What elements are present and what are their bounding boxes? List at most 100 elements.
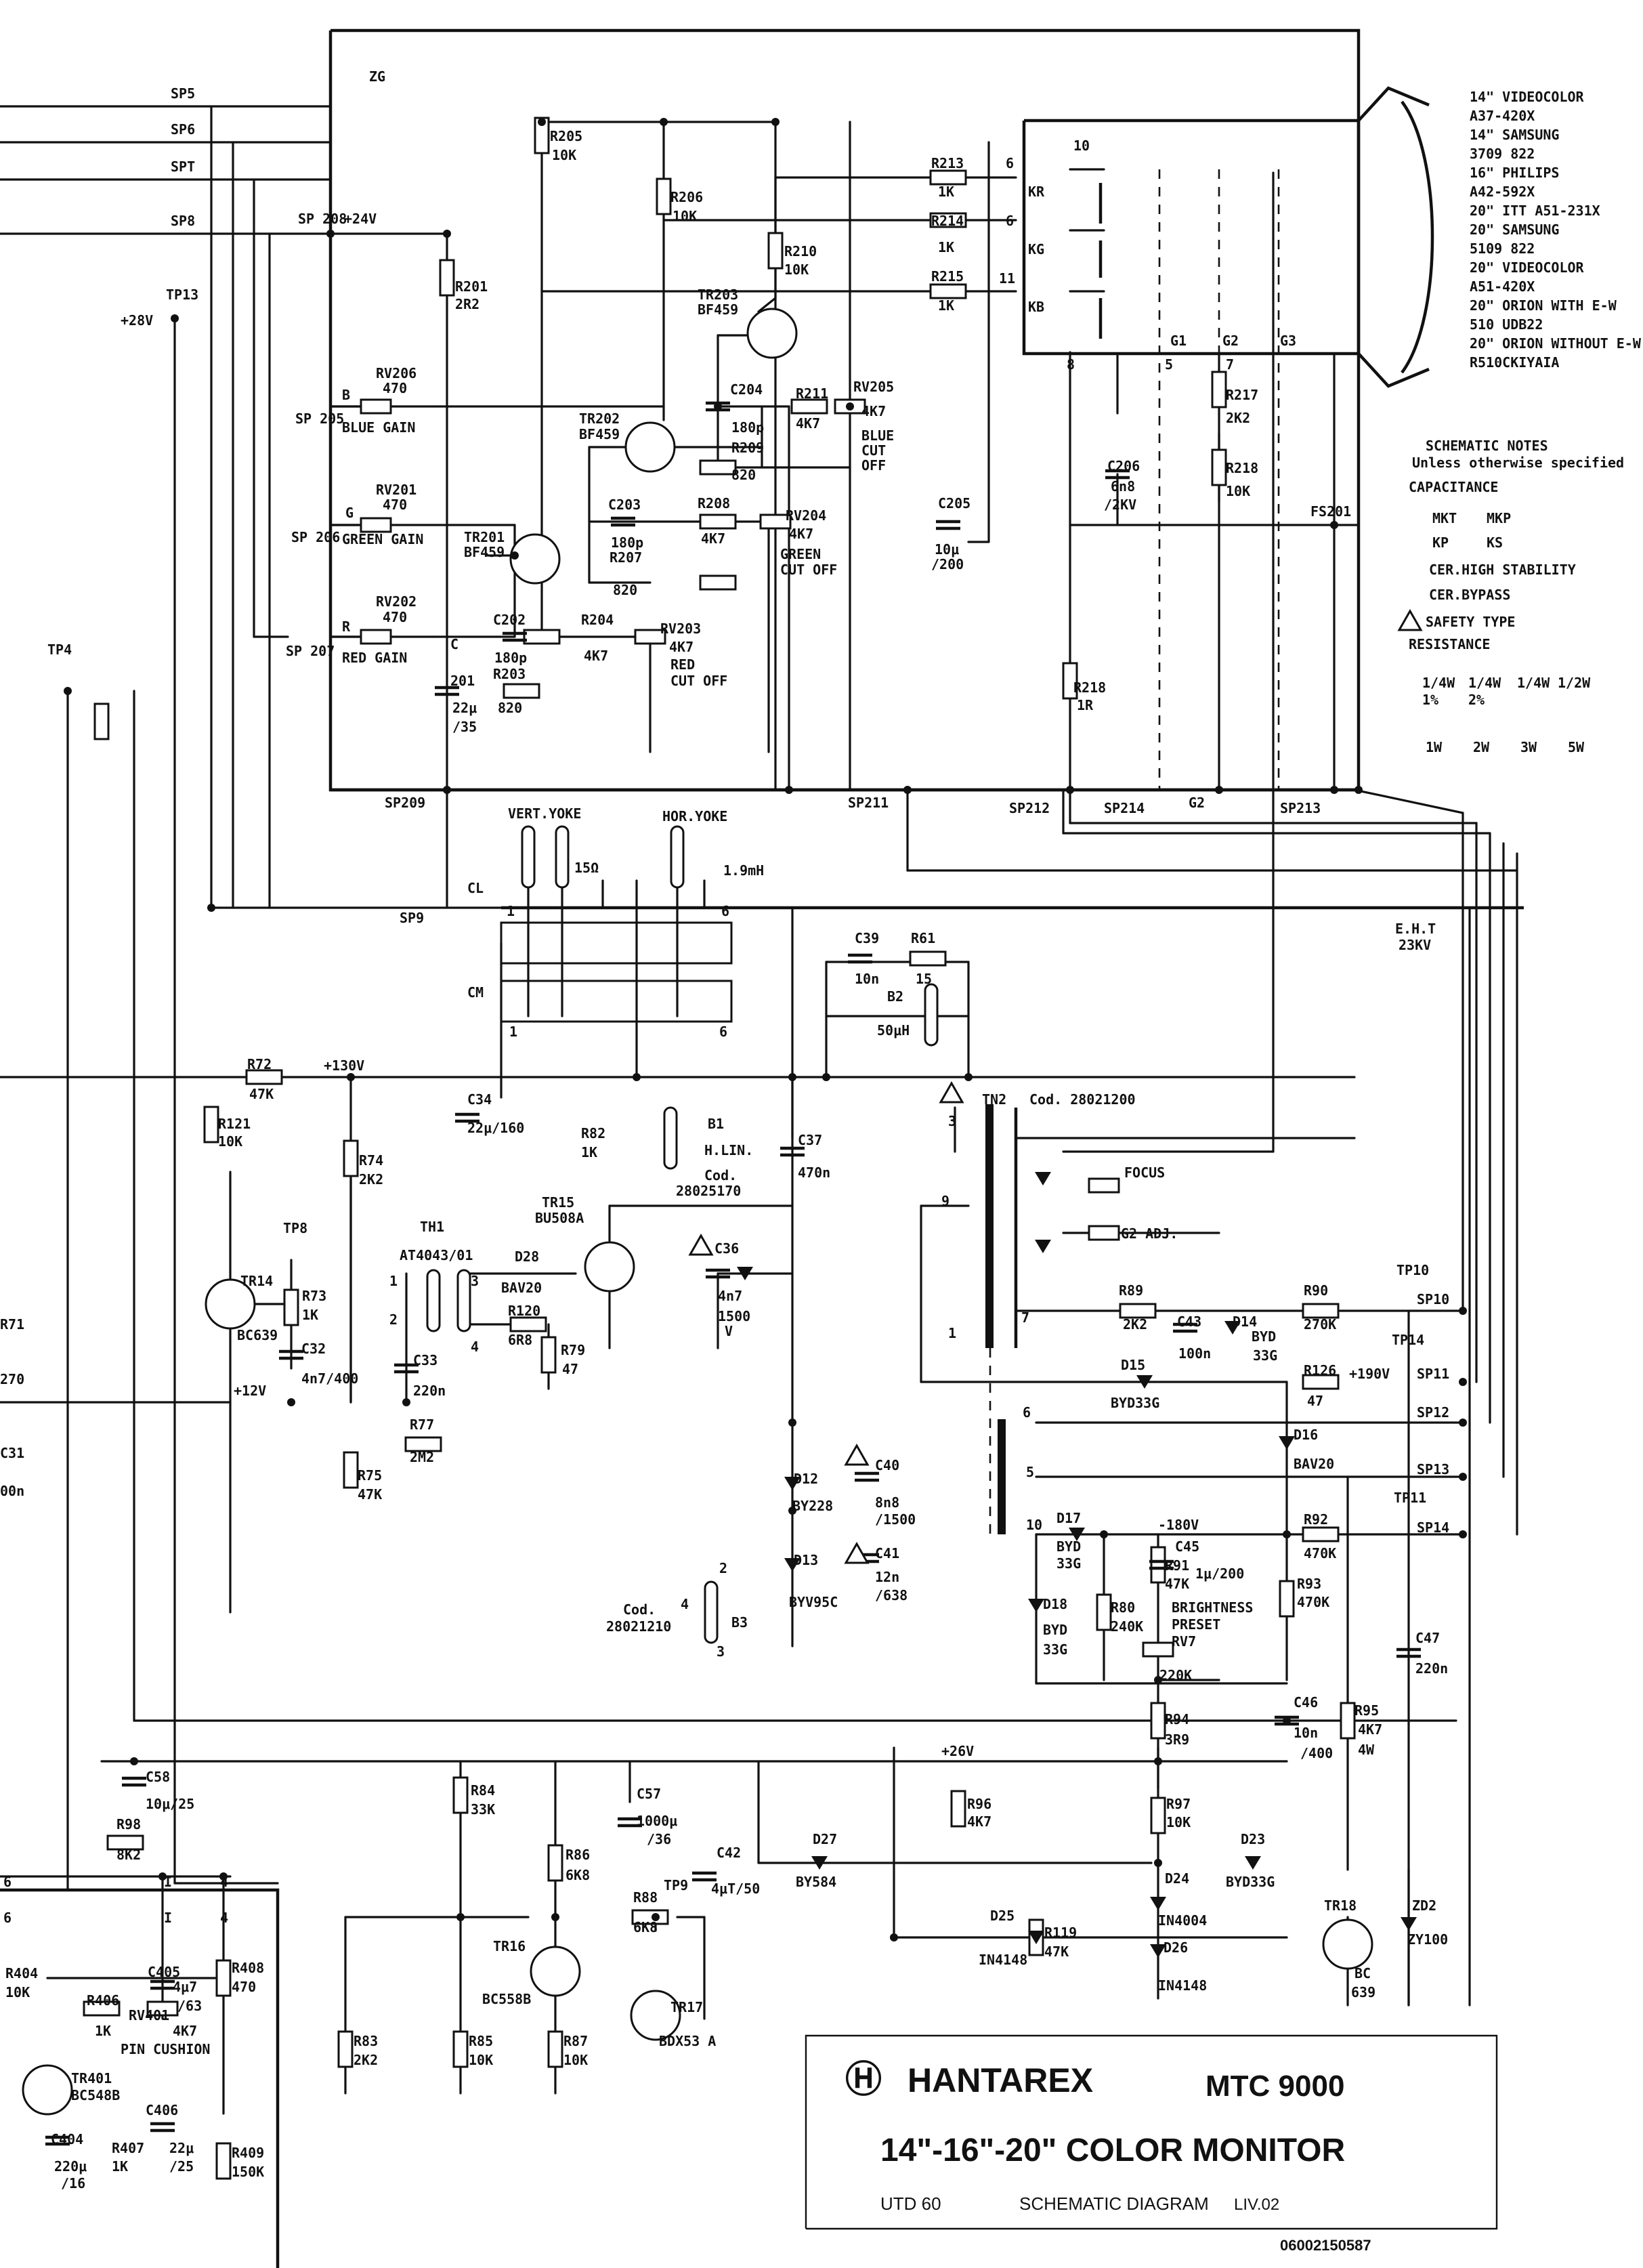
fbt-d16: D16 <box>1294 1427 1318 1443</box>
lower-c57: C57 <box>637 1786 661 1802</box>
brand-name: HANTAREX <box>908 2061 1093 2099</box>
video-red_cut2: CUT OFF <box>670 673 727 689</box>
yoke-pin6b: 6 <box>719 1024 727 1040</box>
lower-r86: R86 <box>566 1847 590 1863</box>
lower-r96v: 4K7 <box>967 1813 991 1830</box>
video-rv202: RV202 <box>376 593 417 610</box>
fbt-d18: D18 <box>1043 1596 1067 1612</box>
junction-dot-32 <box>890 1933 898 1941</box>
junction-dot-5 <box>846 402 854 411</box>
lower-c58v: 10μ/25 <box>146 1796 194 1812</box>
node-g2node: G2 <box>1189 795 1205 811</box>
video-r211v: 4K7 <box>796 415 820 432</box>
c40-symbol <box>855 1471 879 1482</box>
tp4-label: TP4 <box>47 642 72 658</box>
lower-r406: R406 <box>87 1992 119 2009</box>
lower-c57v: 1000μ <box>637 1813 677 1829</box>
video-red_gain: RED GAIN <box>342 650 407 666</box>
crt-model-line: A37-420X <box>1470 108 1535 124</box>
r218b-body <box>1062 662 1078 700</box>
defl-c37v: 470n <box>798 1164 830 1181</box>
fbt-r94v: 3R9 <box>1165 1731 1189 1748</box>
note-ks: KS <box>1487 534 1503 551</box>
video-r201: R201 <box>455 278 488 295</box>
lower-c406w: /25 <box>169 2158 194 2175</box>
lower-c404w: /16 <box>61 2175 85 2191</box>
edge-270: 270 <box>0 1371 24 1387</box>
junction-dot-28 <box>1154 1676 1162 1684</box>
title-block: Ⓗ HANTAREX MTC 9000 14"-16"-20" COLOR MO… <box>805 2034 1498 2254</box>
video-tr201: TR201 <box>464 529 505 545</box>
video-rv201: RV201 <box>376 482 417 498</box>
video-tr201t: BF459 <box>464 544 505 560</box>
rv7-pot <box>1142 1641 1174 1658</box>
note-w5: 5W <box>1568 739 1585 755</box>
node-sp10: SP10 <box>1417 1291 1449 1307</box>
crt-model-line: 14" VIDEOCOLOR <box>1470 89 1585 105</box>
c40-safety-icon <box>844 1443 870 1466</box>
lower-c404: C404 <box>51 2131 83 2147</box>
defl-c34: C34 <box>467 1091 492 1108</box>
crt-pin-g3: G3 <box>1280 333 1296 349</box>
defl-b3_p2: 2 <box>719 1560 727 1576</box>
lower-r119: R119 <box>1044 1925 1077 1941</box>
fbt-diode-2 <box>1035 1240 1051 1253</box>
d26-symbol <box>1150 1944 1166 1958</box>
defl-c40w: /1500 <box>875 1511 916 1528</box>
video-node_b: B <box>342 387 350 403</box>
r207-body <box>699 574 737 591</box>
c36-symbol <box>706 1268 730 1279</box>
junction-dot-2 <box>538 118 546 126</box>
tr203-symbol <box>746 308 798 359</box>
r120-body <box>509 1316 547 1332</box>
junction-dot-7 <box>511 551 519 560</box>
note-r14_1b: 1% <box>1422 692 1438 708</box>
rv202-pot <box>360 629 392 645</box>
lower-d23t: BYD33G <box>1226 1874 1275 1890</box>
video-c202v: 180p <box>494 650 527 666</box>
junction-dot-35 <box>652 1913 660 1921</box>
video-r210v: 10K <box>784 261 809 278</box>
c203-symbol <box>611 516 635 527</box>
video-tr203: TR203 <box>698 287 738 303</box>
fbt-c46w: /400 <box>1300 1745 1333 1761</box>
rv204-pot <box>759 513 792 530</box>
fbt-d14: D14 <box>1233 1314 1257 1330</box>
junction-dot-0 <box>326 230 335 238</box>
lower-tr17t: BDX53 A <box>659 2033 716 2049</box>
junction-dot-26 <box>1100 1530 1108 1538</box>
r72-body <box>245 1069 283 1085</box>
defl-c32: C32 <box>301 1341 326 1357</box>
note-w1: 1W <box>1426 739 1443 755</box>
crt-model-line: 3709 822 <box>1470 146 1535 162</box>
junction-dot-43 <box>130 1757 138 1765</box>
video-r218av: 10K <box>1226 483 1250 499</box>
video-c206v: 6n8 <box>1111 478 1135 495</box>
fbt-rv7: RV7 <box>1172 1633 1196 1650</box>
lower-d27t: BY584 <box>796 1874 836 1890</box>
fbt-d17t: BYD <box>1057 1538 1081 1555</box>
lower-pin_6b: 6 <box>3 1910 12 1926</box>
junction-dot-40 <box>1459 1530 1467 1538</box>
defl-r73: R73 <box>302 1288 326 1304</box>
video-r209: R209 <box>731 440 764 456</box>
node-sp9: SP9 <box>400 910 424 926</box>
lower-r119v: 47K <box>1044 1944 1069 1960</box>
defl-b3c: Cod. <box>623 1601 656 1618</box>
video-r207v: 820 <box>613 582 637 598</box>
defl-c39v: 10n <box>855 971 879 987</box>
lower-r88v: 6K8 <box>633 1919 658 1935</box>
defl-c33: C33 <box>413 1352 438 1368</box>
rv206-pot <box>360 398 392 415</box>
crt-model-line: A51-420X <box>1470 278 1535 295</box>
lower-r404: R404 <box>5 1965 38 1981</box>
crt-model-line: 5109 822 <box>1470 240 1535 257</box>
r95-body <box>1340 1702 1356 1740</box>
video-red_cut: RED <box>670 656 695 673</box>
video-rv201v: 470 <box>383 497 407 513</box>
video-r215: R215 <box>931 268 964 285</box>
lower-c405v: 4μ7 <box>173 1979 197 1995</box>
node-sp12: SP12 <box>1417 1404 1449 1421</box>
fbt-d17t2: 33G <box>1057 1555 1081 1572</box>
crt-pin-p6b: 6 <box>1006 213 1014 229</box>
